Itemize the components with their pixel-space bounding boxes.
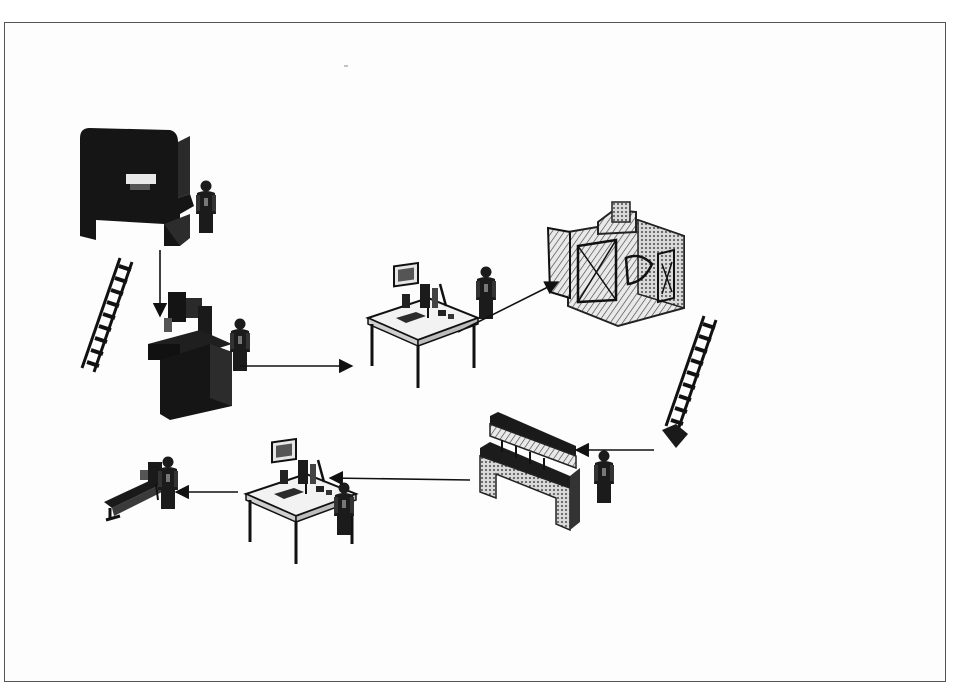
operator-icon	[196, 181, 216, 234]
operator-icon	[476, 267, 496, 320]
operator-icon	[594, 451, 614, 504]
flow-arrow-workbench-to-cnc	[458, 282, 558, 332]
cnc-machining-center-icon	[548, 202, 684, 326]
roller-conveyor-icon	[82, 258, 132, 372]
operator-icon	[230, 319, 250, 372]
press-brake-icon	[480, 412, 580, 530]
roller-conveyor-icon	[666, 316, 716, 430]
flow-arrow-press-brake-to-workbench	[330, 478, 470, 480]
workbench-computer-icon	[368, 263, 478, 388]
punch-press-icon	[80, 128, 194, 246]
conveyor-end-icon	[662, 424, 688, 448]
